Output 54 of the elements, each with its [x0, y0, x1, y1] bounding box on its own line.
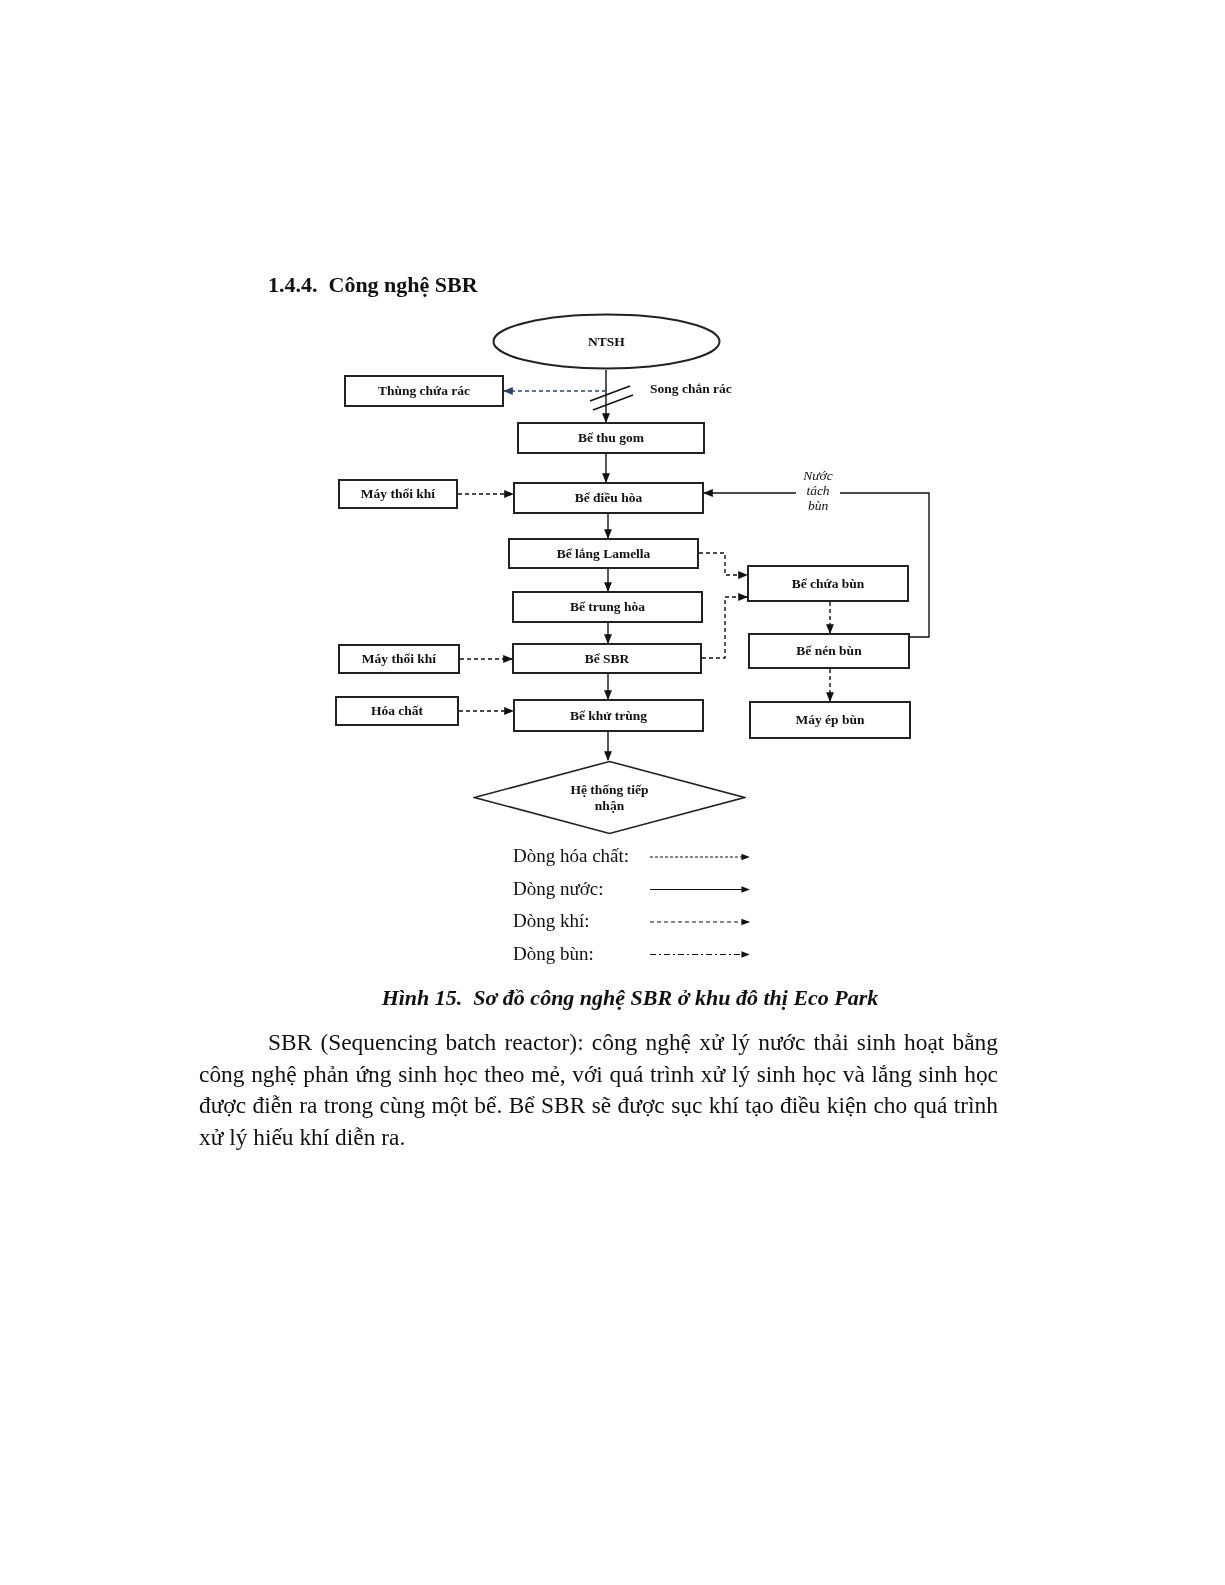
arrow [459, 655, 513, 663]
process-box [513, 699, 704, 732]
arrow [604, 568, 612, 592]
node-label: Bể lắng Lamella [556, 545, 651, 562]
node-label: Bể nén bùn [796, 643, 862, 659]
arrow [604, 731, 612, 761]
part-label: Song chắn rác [650, 381, 732, 397]
process-box [344, 375, 504, 407]
node-label: Máy thổi khí [360, 486, 436, 502]
arrow [826, 601, 834, 634]
body-paragraph: SBR (Sequencing batch reactor): công nghệ xử lý nước thải sinh hoạt bằng công nghệ phản ứng sinh học theo mẻ, với quá trình xử lý sinh học và lắng sinh học được điễn ra trong cùng một bể. Bể SBR sẽ được sục khí tạo điều kiện cho quá trình xử lý hiếu khí diễn ra. [199, 1028, 998, 1152]
legend-label: Dòng nước: [513, 877, 604, 900]
process-box [749, 701, 911, 739]
heading: 1.4.4. Công nghệ SBR [268, 272, 478, 298]
process-box [513, 482, 704, 514]
process-box [338, 479, 458, 509]
arrow [604, 513, 612, 539]
legend-label: Dòng khí: [513, 910, 590, 932]
arrow [826, 668, 834, 702]
arrow [457, 490, 514, 498]
arrow [458, 707, 514, 715]
node-label: Bể chứa bùn [791, 575, 865, 592]
legend-label: Dòng hóa chất: [513, 845, 630, 867]
arrow [604, 673, 612, 700]
arrow [503, 387, 607, 395]
process-box [517, 422, 705, 454]
node-label: NTSH [588, 333, 625, 350]
node-label: Thùng chứa rác [377, 383, 471, 399]
node-label: Bể SBR [584, 650, 630, 667]
start-ellipse [492, 313, 721, 370]
arrow [602, 369, 610, 423]
process-box [512, 591, 703, 623]
process-box [748, 633, 910, 669]
node-label: Bể khử trùng [569, 707, 648, 724]
arrow [602, 453, 610, 483]
arrow [698, 552, 748, 579]
process-box [508, 538, 699, 569]
process-box [335, 696, 459, 726]
process-box [512, 643, 702, 674]
arrow [703, 489, 930, 638]
process-box [747, 565, 909, 602]
node-label: Máy ép bùn [795, 712, 865, 728]
node-label: Hóa chất [370, 703, 424, 719]
node-label: Máy thổi khí [361, 651, 437, 667]
node-label: Bể thu gom [578, 430, 644, 446]
decision-diamond [473, 760, 746, 835]
process-box [338, 644, 460, 674]
figure-caption: Hình 15. Sơ đồ công nghệ SBR ở khu đô thị Eco Park [380, 985, 880, 1011]
arrow [604, 622, 612, 644]
arrow [701, 593, 748, 659]
node-label: Bể trung hòa [570, 599, 645, 615]
legend-label: Dòng bùn: [513, 942, 594, 965]
node-label: Bể điều hòa [574, 490, 643, 506]
node-label: Hệ thống tiếp nhận [569, 782, 650, 813]
